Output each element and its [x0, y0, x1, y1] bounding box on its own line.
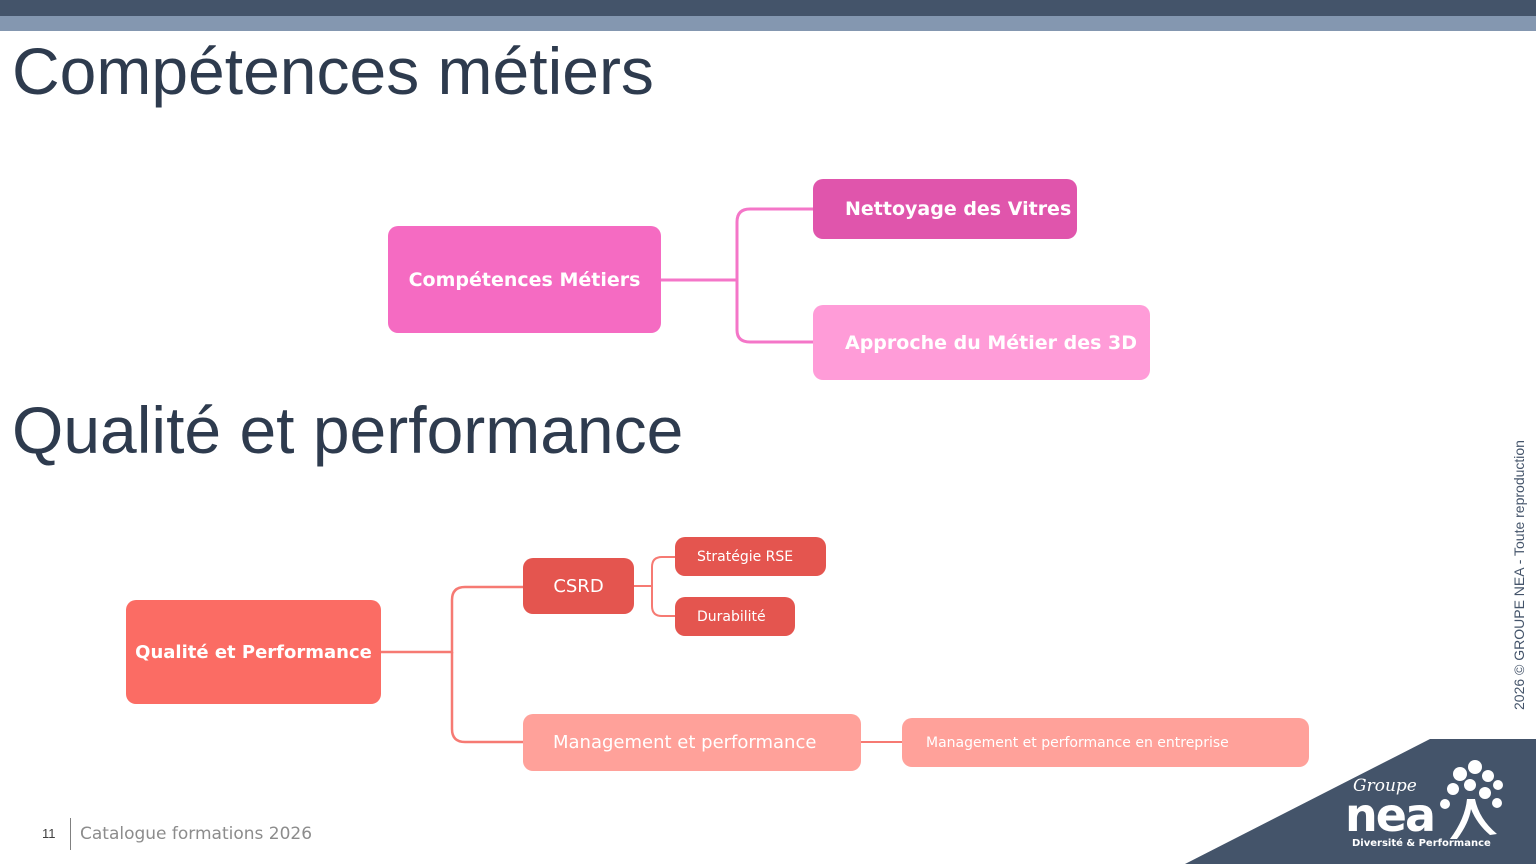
- node-label: Stratégie RSE: [697, 548, 794, 565]
- mindmap-root-qualite-performance: Qualité et Performance: [126, 600, 381, 704]
- page-number: 11: [42, 826, 56, 841]
- node-label: CSRD: [553, 575, 604, 597]
- node-label: Nettoyage des Vitres: [845, 198, 1072, 220]
- top-bar-accent: [0, 16, 1536, 31]
- mindmap-root-competences-metiers: Compétences Métiers: [388, 226, 661, 333]
- node-label: Durabilité: [697, 608, 766, 625]
- mindmap-node-csrd: CSRD: [523, 558, 634, 614]
- mindmap-node-management: Management et performance: [523, 714, 861, 771]
- section-title-competences: Compétences métiers: [12, 34, 654, 108]
- footer-divider: [70, 818, 71, 850]
- node-label: Approche du Métier des 3D: [845, 331, 1138, 354]
- mindmap-node-management-entreprise: Management et performance en entreprise: [902, 718, 1309, 767]
- connector-root-management: [450, 652, 523, 744]
- node-label: Management et performance en entreprise: [926, 734, 1229, 751]
- connector-csrd-durabilite: [651, 586, 675, 617]
- copyright-notice: 2026 © GROUPE NEA - Toute reproduction: [1511, 440, 1527, 710]
- mindmap-node-approche-3d: Approche du Métier des 3D: [813, 305, 1150, 380]
- tree-icon: [1440, 760, 1503, 839]
- connector-root-vitres: [661, 207, 813, 282]
- top-bar: [0, 0, 1536, 16]
- section-title-qualite: Qualité et performance: [12, 393, 684, 467]
- logo-nea-text: nea: [1345, 788, 1436, 842]
- connector-csrd-rse: [634, 556, 675, 587]
- mindmap-node-durabilite: Durabilité: [675, 597, 795, 636]
- node-label: Management et performance: [553, 732, 817, 753]
- logo-groupe-text: Groupe: [1353, 776, 1417, 796]
- connector-root-csrd: [381, 585, 523, 654]
- mindmap-node-strategie-rse: Stratégie RSE: [675, 537, 826, 576]
- mindmap-node-nettoyage-vitres: Nettoyage des Vitres: [813, 179, 1077, 239]
- logo-tagline: Diversité & Performance: [1352, 838, 1491, 849]
- node-label: Qualité et Performance: [135, 641, 372, 663]
- logo-background: [1185, 739, 1536, 864]
- node-label: Compétences Métiers: [408, 268, 641, 291]
- connector-root-3d: [735, 280, 813, 344]
- footer-caption: Catalogue formations 2026: [80, 824, 313, 844]
